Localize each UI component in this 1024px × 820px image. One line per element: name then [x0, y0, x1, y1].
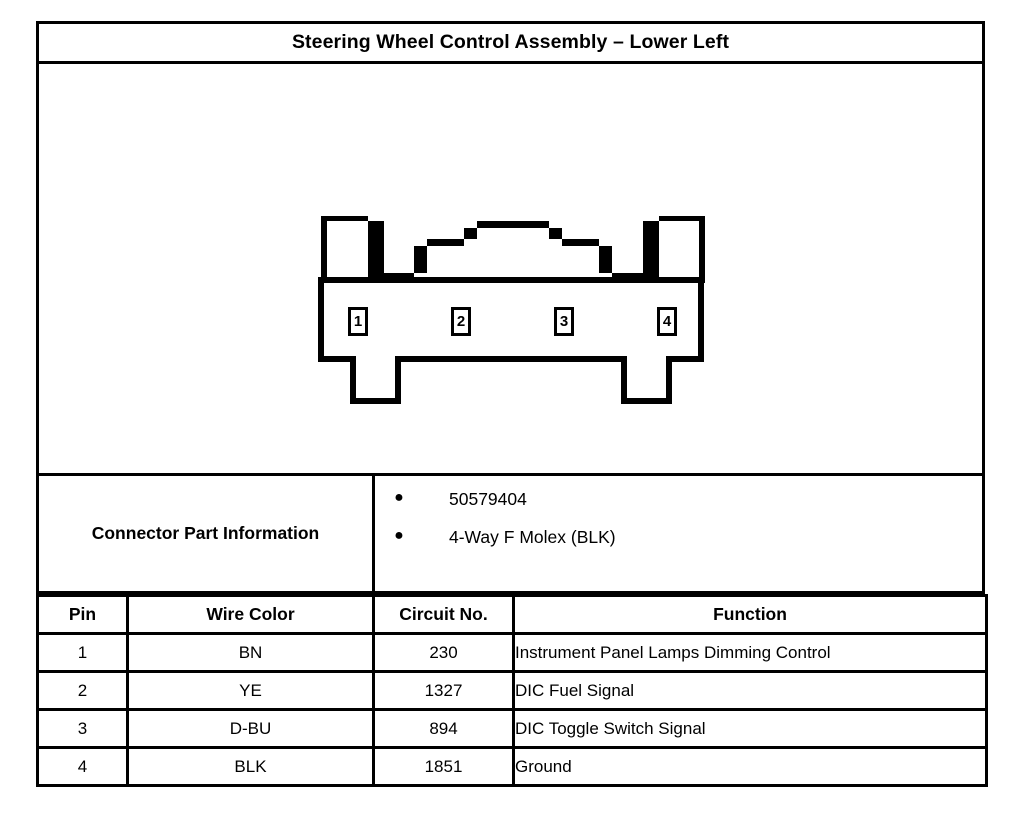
column-header-wire: Wire Color [126, 594, 375, 635]
pin-marker-4: 4 [657, 307, 677, 336]
part-number: 50579404 [449, 489, 527, 509]
pin-marker-1: 1 [348, 307, 368, 336]
connector-figure: Steering Wheel Control Assembly – Lower … [36, 21, 988, 787]
pin-marker-2: 2 [451, 307, 471, 336]
cell-function: Ground [512, 746, 988, 787]
column-header-circuit: Circuit No. [372, 594, 515, 635]
figure-title-bar: Steering Wheel Control Assembly – Lower … [36, 21, 985, 64]
cell-circuit: 230 [372, 632, 515, 673]
table-header-row: Pin Wire Color Circuit No. Function [36, 594, 988, 635]
cell-wire: BLK [126, 746, 375, 787]
table-row: 1 BN 230 Instrument Panel Lamps Dimming … [36, 632, 988, 673]
connector-drawing [39, 64, 982, 473]
cell-pin: 1 [36, 632, 129, 673]
cell-circuit: 894 [372, 708, 515, 749]
cell-pin: 3 [36, 708, 129, 749]
connector-part-information: Connector Part Information ● 50579404 ● … [36, 476, 985, 594]
cell-function: Instrument Panel Lamps Dimming Control [512, 632, 988, 673]
part-info-item: ● 50579404 [375, 489, 982, 528]
pin-assignment-table: Pin Wire Color Circuit No. Function 1 BN… [36, 594, 988, 787]
part-info-label: Connector Part Information [39, 476, 375, 591]
connector-outline-icon [318, 216, 705, 404]
column-header-function: Function [512, 594, 988, 635]
connector-diagram-panel: 1 2 3 4 [36, 64, 985, 476]
cell-circuit: 1327 [372, 670, 515, 711]
cell-pin: 4 [36, 746, 129, 787]
part-info-list: ● 50579404 ● 4-Way F Molex (BLK) [375, 476, 982, 591]
part-description: 4-Way F Molex (BLK) [449, 527, 616, 547]
part-info-item: ● 4-Way F Molex (BLK) [375, 527, 982, 566]
cell-function: DIC Toggle Switch Signal [512, 708, 988, 749]
cell-wire: D-BU [126, 708, 375, 749]
cell-pin: 2 [36, 670, 129, 711]
cell-function: DIC Fuel Signal [512, 670, 988, 711]
bullet-icon: ● [394, 489, 404, 506]
cell-circuit: 1851 [372, 746, 515, 787]
cell-wire: BN [126, 632, 375, 673]
cell-wire: YE [126, 670, 375, 711]
table-row: 4 BLK 1851 Ground [36, 746, 988, 787]
column-header-pin: Pin [36, 594, 129, 635]
page-title: Steering Wheel Control Assembly – Lower … [291, 31, 730, 53]
bullet-icon: ● [394, 527, 404, 544]
table-row: 2 YE 1327 DIC Fuel Signal [36, 670, 988, 711]
table-row: 3 D-BU 894 DIC Toggle Switch Signal [36, 708, 988, 749]
pin-marker-3: 3 [554, 307, 574, 336]
